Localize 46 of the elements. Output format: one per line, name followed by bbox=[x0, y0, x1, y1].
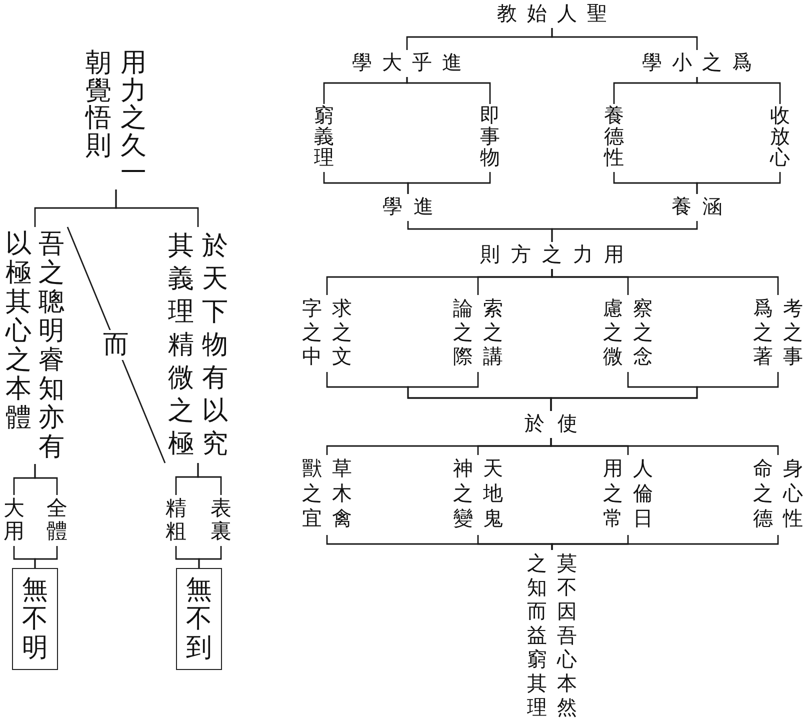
bracket-line bbox=[326, 438, 552, 455]
vertical-text: 用力之久一朝覺悟則 bbox=[82, 47, 150, 190]
edge-label: 而 bbox=[103, 330, 130, 360]
vertical-text: 察之念慮之微 bbox=[600, 295, 656, 372]
bracket-line bbox=[13, 546, 36, 568]
heading-text: 進乎大學 bbox=[349, 50, 465, 77]
vertical-text: 精粗 bbox=[162, 495, 190, 546]
connector-line bbox=[66, 226, 166, 464]
bracket-line bbox=[175, 463, 199, 495]
bracket-line bbox=[175, 546, 200, 568]
bracket-line bbox=[34, 190, 117, 227]
vertical-text: 即事物 bbox=[477, 104, 503, 172]
bracket-line bbox=[613, 172, 698, 194]
vertical-text: 全體 bbox=[44, 495, 70, 546]
bracket-line bbox=[323, 77, 408, 104]
heading-text: 進學 bbox=[380, 194, 436, 221]
bracket-line bbox=[326, 372, 552, 411]
vertical-text: 求之文字之中 bbox=[299, 295, 355, 372]
bracket-line bbox=[613, 77, 698, 104]
heading-text: 聖人始教 bbox=[494, 1, 610, 28]
heading-text: 使於 bbox=[522, 411, 580, 438]
bracket-line bbox=[326, 535, 553, 550]
vertical-text: 莫不因吾心本然之知而益窮其理 bbox=[524, 550, 580, 723]
vertical-text: 天地鬼神之變 bbox=[450, 455, 506, 535]
vertical-text: 草木禽獸之宜 bbox=[299, 455, 355, 535]
vertical-text: 窮義理 bbox=[311, 104, 337, 172]
vertical-text: 索之講論之際 bbox=[450, 295, 506, 372]
vertical-text: 大用 bbox=[0, 495, 28, 546]
vertical-text: 養德性 bbox=[601, 104, 627, 172]
vertical-text: 身心性命之德 bbox=[750, 455, 806, 535]
bracket-line bbox=[406, 28, 553, 50]
vertical-text: 人倫日用之常 bbox=[600, 455, 656, 535]
heading-text: 用力之方則 bbox=[477, 242, 627, 269]
vertical-text: 收放心 bbox=[767, 104, 793, 172]
vertical-text: 考之事爲之著 bbox=[750, 295, 806, 372]
bordered-text-box: 無不到 bbox=[176, 568, 222, 670]
bracket-line bbox=[326, 269, 553, 295]
bracket-line bbox=[323, 172, 409, 194]
bordered-text-box: 無不明 bbox=[12, 568, 58, 670]
vertical-text: 於天下物有以究其義理精微之極 bbox=[165, 227, 231, 463]
heading-text: 爲之小學 bbox=[639, 50, 755, 77]
vertical-text: 吾之聰明睿知亦有以極其心之本體 bbox=[2, 227, 68, 464]
bracket-line bbox=[407, 221, 553, 242]
bracket-line bbox=[13, 464, 36, 495]
vertical-text: 表裏 bbox=[208, 495, 234, 546]
heading-text: 涵養 bbox=[668, 194, 726, 221]
